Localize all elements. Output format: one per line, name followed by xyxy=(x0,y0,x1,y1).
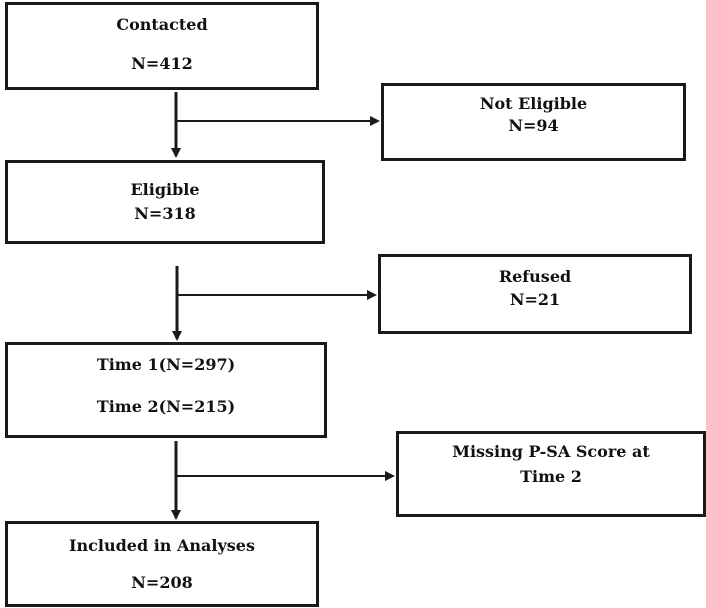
missing-line-1: Missing P-SA Score at xyxy=(452,442,650,461)
contacted-title: Contacted xyxy=(116,15,208,34)
time-1-label: Time 1(N=297) xyxy=(96,355,236,374)
not-eligible-count: N=94 xyxy=(508,116,559,135)
contacted-box: Contacted N=412 xyxy=(5,2,319,90)
missing-line-2: Time 2 xyxy=(520,467,582,486)
included-box: Included in Analyses N=208 xyxy=(5,521,319,607)
refused-title: Refused xyxy=(498,267,572,286)
eligible-count: N=318 xyxy=(134,204,196,223)
eligible-title: Eligible xyxy=(130,180,200,199)
refused-count: N=21 xyxy=(509,290,561,309)
time-2-label: Time 2(N=215) xyxy=(96,397,236,416)
missing-box: Missing P-SA Score at Time 2 xyxy=(396,431,706,517)
refused-box: Refused N=21 xyxy=(378,254,692,334)
eligible-box: Eligible N=318 xyxy=(5,160,325,244)
included-count: N=208 xyxy=(131,573,193,592)
included-title: Included in Analyses xyxy=(69,536,255,555)
time-box: Time 1(N=297) Time 2(N=215) xyxy=(5,342,327,438)
contacted-count: N=412 xyxy=(131,54,193,73)
not-eligible-box: Not Eligible N=94 xyxy=(381,83,686,161)
not-eligible-title: Not Eligible xyxy=(479,94,588,113)
